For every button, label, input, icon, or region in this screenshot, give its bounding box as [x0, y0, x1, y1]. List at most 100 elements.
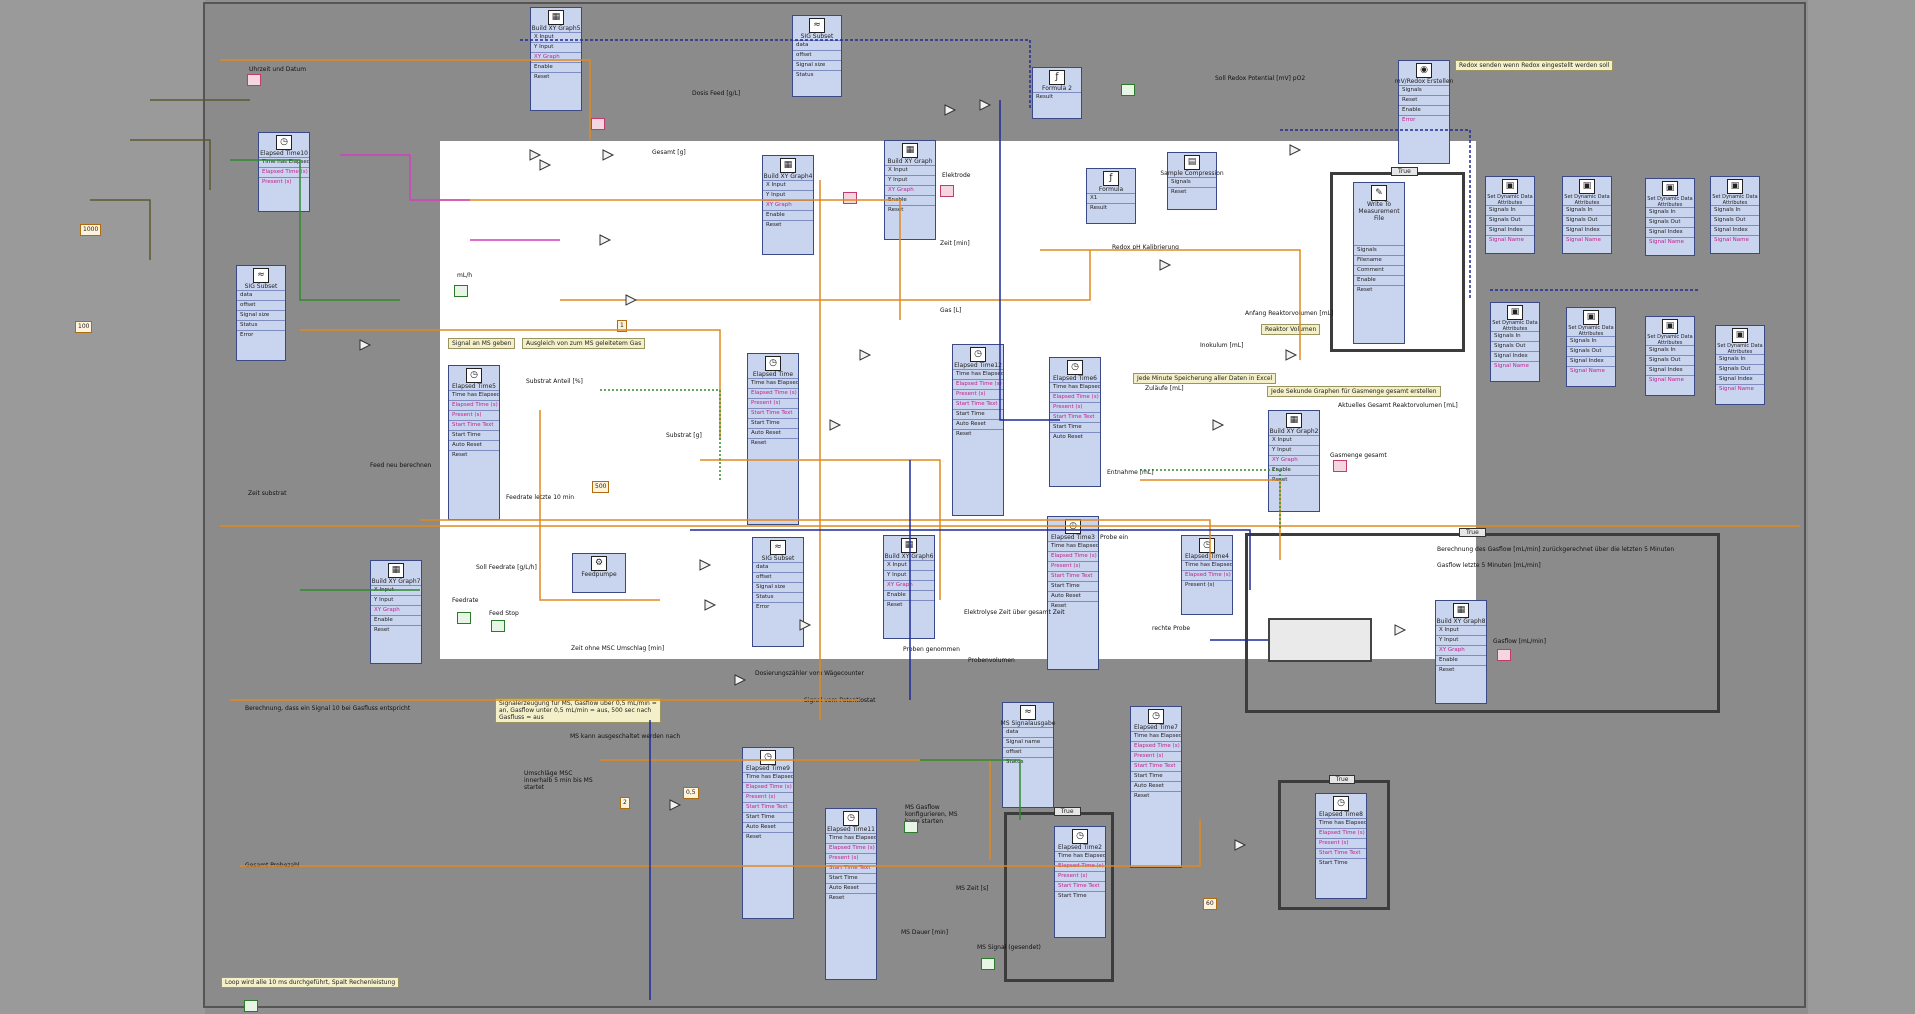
note-loop: Loop wird alle 10 ms durchgeführt, Spalt…	[221, 977, 400, 988]
indicator-ms-signal[interactable]	[981, 958, 995, 970]
vi-elapsed-time10[interactable]: ◷Elapsed Time10 Time has Elapsed Elapsed…	[258, 132, 310, 212]
vi-elapsed-time5[interactable]: ◷Elapsed Time5 Time has Elapsed Elapsed …	[448, 365, 500, 520]
constant-1000[interactable]: 1000	[80, 224, 102, 236]
vi-build-xy-graph7[interactable]: ▦Build XY Graph7 X Input Y Input XY Grap…	[370, 560, 422, 664]
vi-set-dynamic-data-4[interactable]: ▣Set Dynamic Data Attributes Signals In …	[1710, 176, 1760, 254]
indicator-gasmenge[interactable]	[1333, 460, 1347, 472]
vi-set-dynamic-data-6[interactable]: ▣Set Dynamic Data Attributes Signals In …	[1566, 307, 1616, 387]
case-structure-write[interactable]: True	[1330, 167, 1465, 352]
data-icon: ▣	[1583, 310, 1599, 325]
indicator-feedrate[interactable]	[457, 612, 471, 624]
indicator-feed-stop[interactable]	[491, 620, 505, 632]
vi-set-dynamic-data-5[interactable]: ▣Set Dynamic Data Attributes Signals In …	[1490, 302, 1540, 382]
note-signalerzeugung: Signalerzeugung für MS, Gasflow über 0,5…	[495, 698, 661, 723]
graph-icon: ▦	[901, 538, 917, 554]
label-entnahme: Entnahme [mL]	[1107, 469, 1154, 476]
vi-set-dynamic-data-2[interactable]: ▣Set Dynamic Data Attributes Signals In …	[1562, 176, 1612, 254]
vi-set-dynamic-data-3[interactable]: ▣Set Dynamic Data Attributes Signals In …	[1645, 178, 1695, 256]
label-soll-redox: Soll Redox Potential [mV] pO2	[1215, 75, 1306, 82]
constant-2[interactable]: 2	[620, 797, 630, 809]
indicator-dosis[interactable]	[591, 118, 605, 130]
vi-build-xy-graph2[interactable]: ▦Build XY Graph2 X Input Y Input XY Grap…	[1268, 410, 1320, 512]
label-uhrzeit: Uhrzeit und Datum	[249, 66, 307, 73]
constant-1[interactable]: 1	[617, 320, 627, 332]
vi-set-dynamic-data-7[interactable]: ▣Set Dynamic Data Attributes Signals In …	[1645, 316, 1695, 396]
label-gesamt: Gesamt [g]	[652, 149, 686, 156]
vi-elapsed-time4[interactable]: ◷Elapsed Time4 Time has Elapsed Elapsed …	[1181, 535, 1233, 615]
vi-elapsed-time6[interactable]: ◷Elapsed Time6 Time has Elapsed Elapsed …	[1049, 357, 1101, 487]
vi-sig-subset-top[interactable]: ≈SIG Subset data offset Signal size Stat…	[792, 15, 842, 97]
vi-redox-erstellen[interactable]: ◉mV/Redox Erstellen Signals Reset Enable…	[1395, 60, 1453, 164]
formula-icon: ƒ	[1103, 171, 1119, 187]
graph-icon: ▦	[902, 143, 918, 159]
case-structure-gasflow[interactable]: True	[1245, 528, 1720, 713]
clock-icon: ◷	[970, 347, 986, 363]
indicator-elektrode[interactable]	[940, 185, 954, 197]
label-elektrolyse: Elektrolyse Zeit über gesamt Zeit	[964, 609, 1065, 616]
vi-elapsed-time12[interactable]: ◷Elapsed Time12 Time has Elapsed Elapsed…	[952, 344, 1004, 516]
vi-elapsed-time7[interactable]: ◷Elapsed Time7 Time has Elapsed Elapsed …	[1130, 706, 1182, 868]
clock-icon: ◷	[466, 368, 482, 384]
data-icon: ▣	[1579, 179, 1595, 194]
note-soll-redox: Redox senden wenn Redox eingestellt werd…	[1455, 60, 1614, 71]
label-ms-signal: MS Signal (gesendet)	[977, 944, 1041, 951]
indicator-redox[interactable]	[1121, 84, 1135, 96]
pump-icon: ⚙	[591, 556, 607, 572]
indicator-gasflow[interactable]	[1497, 649, 1511, 661]
graph-icon: ▦	[780, 158, 796, 174]
case-structure-probe[interactable]: True	[1278, 775, 1390, 910]
case-selector[interactable]: True	[1459, 528, 1486, 537]
vi-elapsed-time9[interactable]: ◷Elapsed Time9 Time has Elapsed Elapsed …	[742, 747, 794, 919]
indicator-datum[interactable]	[247, 74, 261, 86]
vi-write-measurement-file[interactable]: ✎Write To Measurement File Signals Filen…	[1353, 182, 1405, 344]
clock-icon: ◷	[1333, 796, 1349, 812]
label-elektrode: Elektrode	[942, 172, 971, 179]
vi-set-dynamic-data-8[interactable]: ▣Set Dynamic Data Attributes Signals In …	[1715, 325, 1765, 405]
case-structure-ms[interactable]: True	[1004, 807, 1114, 982]
label-zulaufe: Zuläufe [mL]	[1145, 385, 1184, 392]
graph-icon: ▦	[1453, 603, 1469, 619]
clock-icon: ◷	[765, 356, 781, 372]
case-selector[interactable]: True	[1328, 775, 1356, 784]
graph-icon: ▦	[1286, 413, 1302, 429]
case-selector[interactable]: True	[1053, 807, 1081, 816]
vi-elapsed-time8[interactable]: ◷Elapsed Time8 Time has Elapsed Elapsed …	[1315, 793, 1367, 899]
right-panel	[1808, 0, 1915, 1014]
clock-icon: ◷	[843, 811, 859, 827]
case-selector[interactable]: True	[1391, 167, 1418, 176]
constant-500[interactable]: 500	[592, 481, 610, 493]
vi-build-xy-graph4[interactable]: ▦Build XY Graph4 X Input Y Input XY Grap…	[762, 155, 814, 255]
label-redox-kal: Redox pH Kalibrierung	[1112, 244, 1179, 251]
vi-sig-subset[interactable]: ≈SIG Subset data offset Signal size Stat…	[236, 265, 286, 361]
vi-build-xy-graph8[interactable]: ▦Build XY Graph8 X Input Y Input XY Grap…	[1435, 600, 1487, 704]
vi-elapsed-time[interactable]: ◷Elapsed Time Time has Elapsed Elapsed T…	[747, 353, 799, 525]
label-gasmenge: Gasmenge gesamt	[1330, 452, 1387, 459]
indicator-feed-xy[interactable]	[843, 192, 857, 204]
label-ms-kann: MS kann ausgeschaltet werden nach	[570, 733, 681, 740]
indicator-feed[interactable]	[454, 285, 468, 297]
formula-node[interactable]	[1268, 618, 1372, 662]
label-probenvolumen: Probenvolumen	[968, 657, 1015, 664]
constant-60[interactable]: 60	[1203, 898, 1217, 910]
vi-set-dynamic-data-1[interactable]: ▣Set Dynamic Data Attributes Signals In …	[1485, 176, 1535, 254]
data-icon: ▣	[1727, 179, 1743, 194]
clock-icon: ◷	[1148, 709, 1164, 725]
compress-icon: ▤	[1184, 155, 1200, 171]
vi-sig-subset-2[interactable]: ≈SIG Subset data offset Signal size Stat…	[752, 537, 804, 647]
constant-0-5[interactable]: 0,5	[683, 787, 699, 799]
constant-100[interactable]: 100	[75, 321, 93, 333]
indicator-loop-stop[interactable]	[244, 1000, 258, 1012]
vi-sample-compression[interactable]: ▤Sample Compression Signals Reset	[1160, 152, 1224, 210]
vi-build-xy-graph6[interactable]: ▦Build XY Graph6 X Input Y Input XY Grap…	[883, 535, 935, 639]
indicator-ms-gasflow[interactable]	[904, 821, 918, 833]
vi-feedpumpe[interactable]: ⚙Feedpumpe	[572, 553, 626, 593]
clock-icon: ◷	[276, 135, 292, 151]
vi-elapsed-time2[interactable]: ◷Elapsed Time2 Time has Elapsed Elapsed …	[1054, 826, 1106, 938]
vi-ms-signalausgabe[interactable]: ≈MS Signalausgabe data Signal name offse…	[1001, 702, 1055, 808]
vi-elapsed-time11[interactable]: ◷Elapsed Time11 Time has Elapsed Elapsed…	[825, 808, 877, 980]
vi-build-xy-graph5[interactable]: ▦Build XY Graph5 X Input Y Input XY Grap…	[530, 7, 582, 111]
label-aktuelles: Aktuelles Gesamt Reaktorvolumen [mL]	[1338, 402, 1458, 409]
